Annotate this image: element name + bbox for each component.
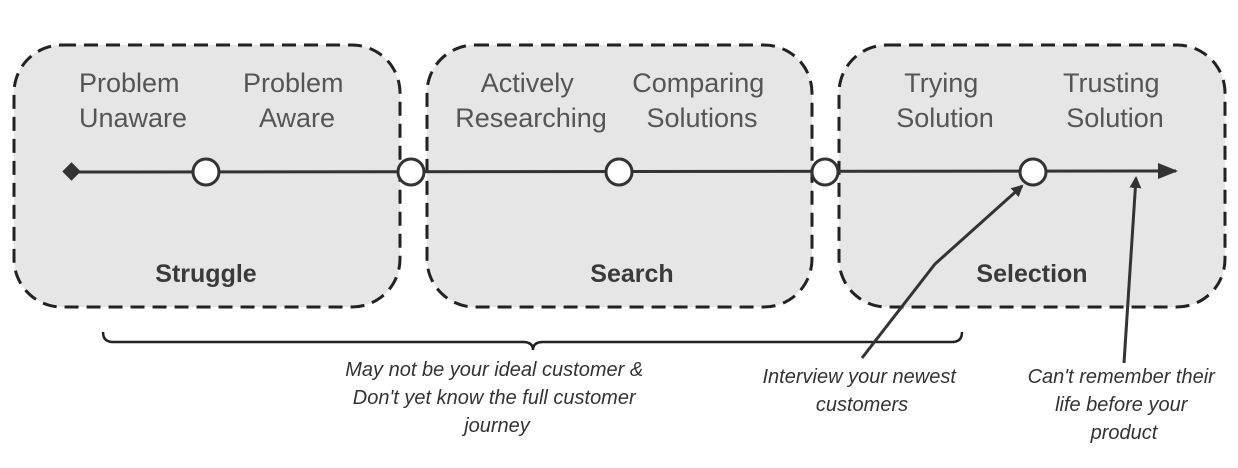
- stage-label-trusting-solution: Trusting Solution: [1063, 68, 1167, 133]
- bracket-struggle-search: [101, 331, 964, 351]
- phase-label-struggle: Struggle: [155, 260, 256, 288]
- stage-label-comparing-solutions: Comparing Solutions: [632, 68, 772, 133]
- note-loyal-customers: Can't remember their life before your pr…: [1028, 366, 1221, 444]
- timeline-node-struggle-search-boundary: [396, 157, 426, 187]
- arrow-loyal-customers: [1122, 176, 1142, 364]
- phase-label-search: Search: [590, 260, 673, 288]
- note-interview-newest: Interview your newest customers: [763, 366, 962, 416]
- stage-label-actively-researching: Actively Researching: [455, 68, 607, 133]
- timeline-node-trying-solution: [1018, 157, 1048, 187]
- stage-label-trying-solution: Trying Solution: [896, 68, 994, 133]
- arrow-newest-customers: [860, 184, 1024, 359]
- timeline-node-problem-aware: [191, 157, 221, 187]
- stage-label-problem-aware: Problem Aware: [243, 68, 351, 133]
- timeline-node-search-selection-boundary: [810, 157, 840, 187]
- timeline-node-comparing-solutions: [604, 157, 634, 187]
- timeline-start-diamond: [62, 162, 81, 181]
- stage-label-problem-unaware: Problem Unaware: [79, 68, 187, 133]
- note-not-ideal-customer: May not be your ideal customer & Don't y…: [345, 359, 648, 437]
- phase-label-selection: Selection: [976, 260, 1087, 288]
